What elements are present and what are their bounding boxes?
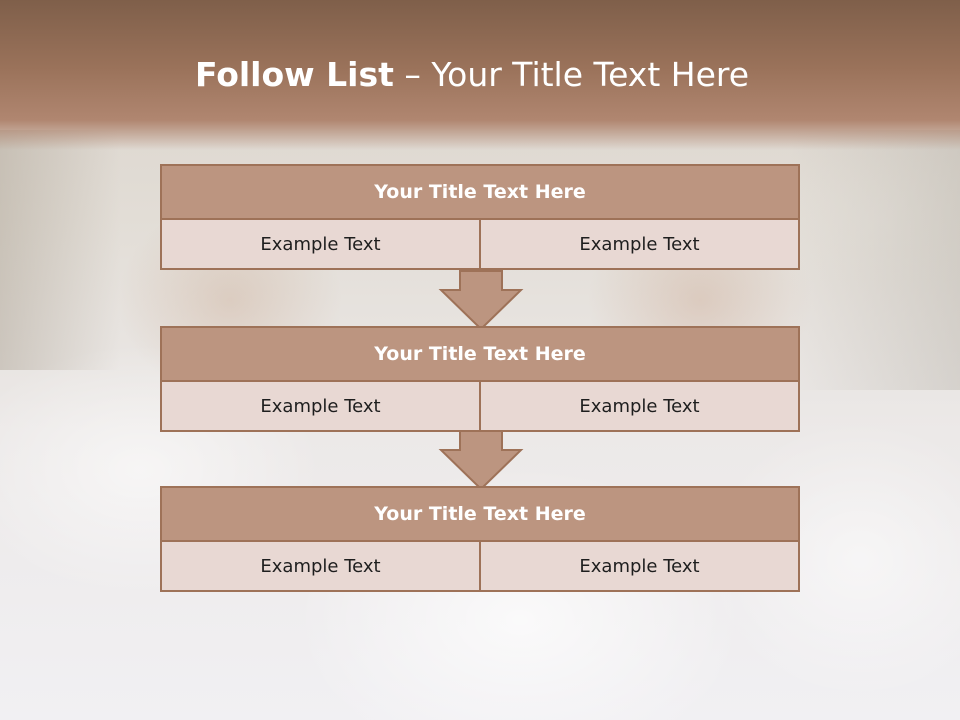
step-title-1: Your Title Text Here (160, 164, 800, 220)
step-1-left-text: Example Text (160, 220, 481, 270)
down-arrow-icon (438, 270, 524, 331)
step-row-1: Example Text Example Text (160, 220, 800, 270)
step-2-left-text: Example Text (160, 382, 481, 432)
background-photo-shade-right (790, 130, 960, 390)
down-arrow-icon (438, 430, 524, 491)
step-title-3: Your Title Text Here (160, 486, 800, 542)
step-row-3: Example Text Example Text (160, 542, 800, 592)
step-3-left-text: Example Text (160, 542, 481, 592)
step-1-right-text: Example Text (479, 220, 800, 270)
background-photo-shade-left (0, 130, 120, 370)
title-band (0, 0, 960, 150)
step-title-2: Your Title Text Here (160, 326, 800, 382)
step-block-1: Your Title Text Here Example Text Exampl… (160, 164, 800, 270)
step-row-2: Example Text Example Text (160, 382, 800, 432)
step-3-right-text: Example Text (479, 542, 800, 592)
slide-title-bold: Follow List (194, 55, 394, 94)
step-block-3: Your Title Text Here Example Text Exampl… (160, 486, 800, 592)
slide-title: Follow List – Your Title Text Here (0, 55, 944, 94)
slide-title-rest: – Your Title Text Here (393, 55, 750, 94)
step-block-2: Your Title Text Here Example Text Exampl… (160, 326, 800, 432)
step-2-right-text: Example Text (479, 382, 800, 432)
